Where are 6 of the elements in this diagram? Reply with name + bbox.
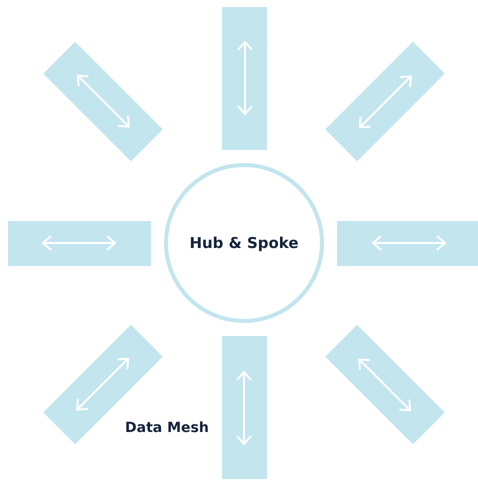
caption-label: Data Mesh	[125, 420, 209, 436]
spoke-bar	[222, 7, 266, 150]
hub-label: Hub & Spoke	[189, 234, 299, 252]
spoke-bar	[8, 220, 151, 266]
spoke-bar	[222, 336, 266, 479]
spoke-bar	[337, 220, 478, 266]
